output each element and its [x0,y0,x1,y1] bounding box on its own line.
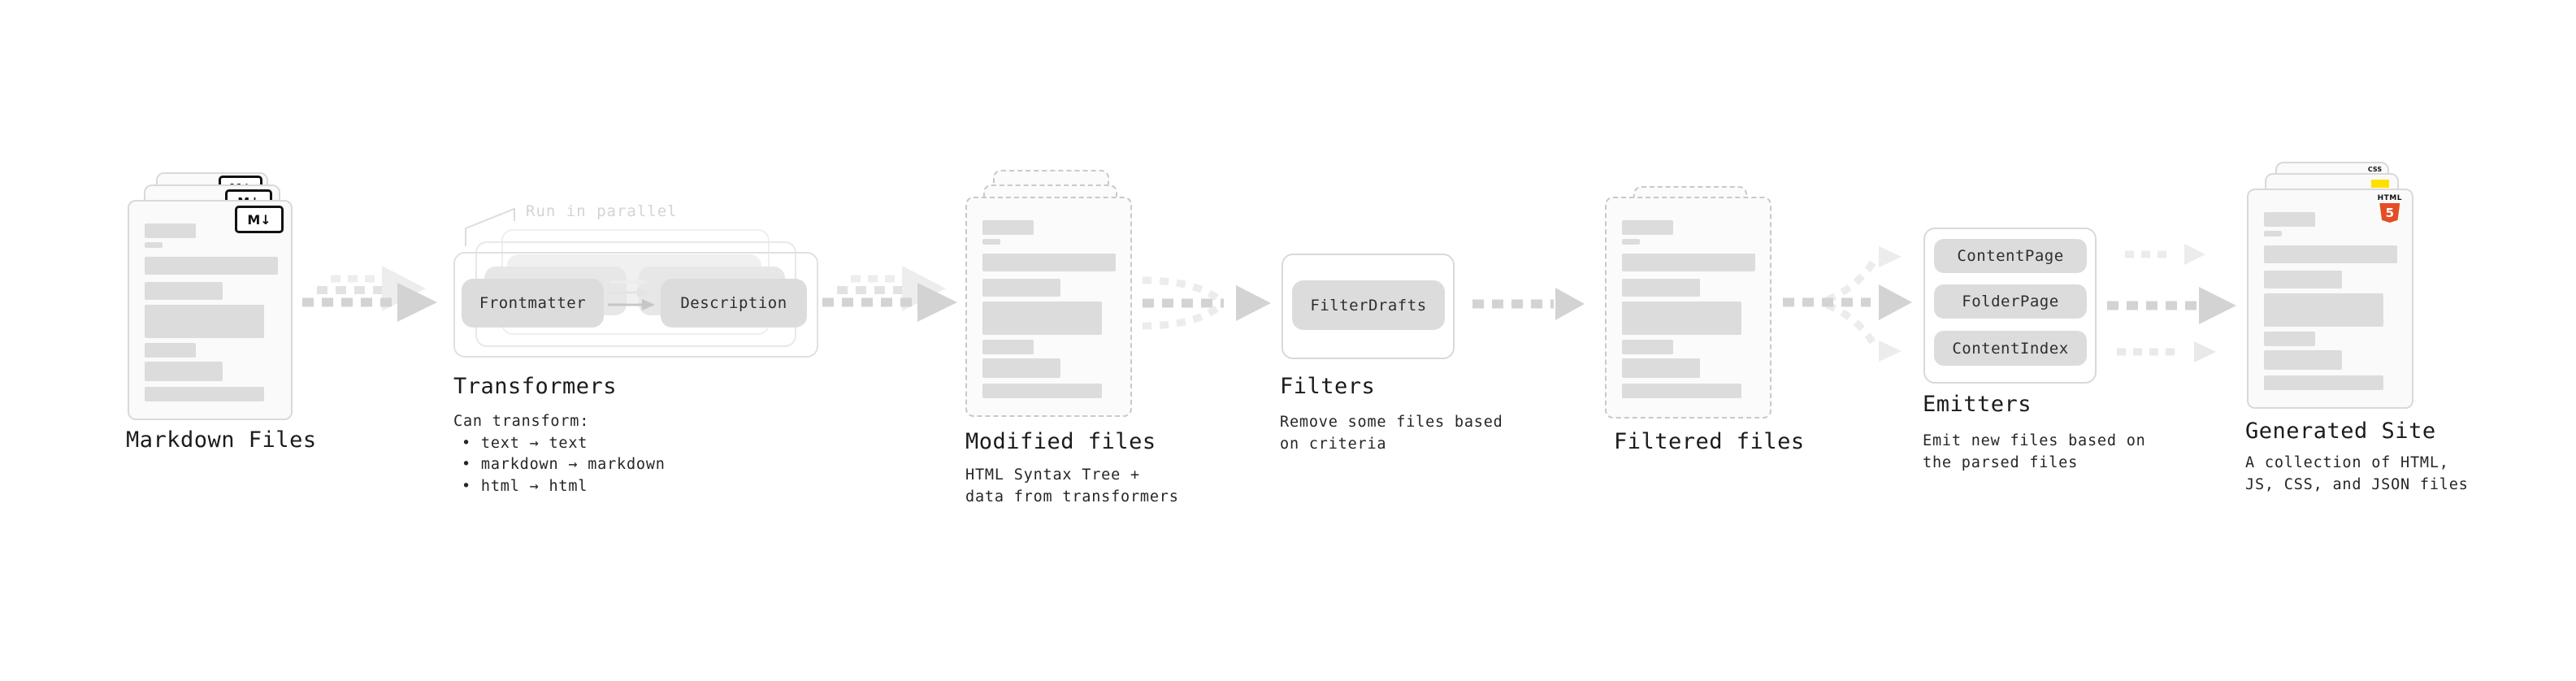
skeleton-line [2264,271,2342,288]
skeleton-line [982,358,1060,378]
skeleton-line [2264,245,2397,263]
skeleton-line [145,387,264,401]
skeleton-line [1622,220,1673,235]
filters-box [1281,254,1455,359]
html5-icon: HTML 5 [2378,194,2402,223]
skeleton-line [982,384,1102,398]
transformers-note-title: Can transform: [453,413,590,430]
document-skeleton [1622,220,1755,398]
document-skeleton [982,220,1116,398]
skeleton-line [145,282,223,300]
arrow-modified-to-filters [1142,276,1271,330]
skeleton-line [2264,375,2383,390]
skeleton-line [2264,212,2315,227]
run-in-parallel-annotation: Run in parallel [526,202,678,220]
generated-site-note: A collection of HTML, JS, CSS, and JSON … [2245,454,2469,493]
document-skeleton [145,223,278,401]
arrow-filtered-to-emitters [1783,246,1912,362]
transformers-bullet: • markdown → markdown [462,456,666,473]
skeleton-line [145,257,278,275]
modified-files-label: Modified files [965,429,1156,454]
skeleton-line [982,239,1000,245]
emitters-note: Emit new files based on the parsed files [1923,432,2146,471]
filters-label: Filters [1280,374,1376,399]
skeleton-line [2264,231,2282,236]
skeleton-line [982,301,1102,335]
filtered-file-card [1605,197,1772,419]
skeleton-line [145,343,196,358]
markdown-icon: M↓ [235,206,284,233]
skeleton-line [982,220,1034,235]
frontmatter-pill: Frontmatter [462,279,604,327]
emitters-label: Emitters [1923,392,2032,417]
generated-site-card: HTML 5 [2247,189,2413,409]
skeleton-line [145,305,264,338]
document-skeleton [2264,212,2397,390]
description-pill: Description [661,279,807,327]
skeleton-line [145,242,163,248]
skeleton-line [982,340,1034,354]
folderpage-pill: FolderPage [1934,284,2087,319]
contentindex-pill: ContentIndex [1934,331,2087,366]
skeleton-line [2264,332,2315,346]
arrow-transformers-to-modified [822,266,957,322]
markdown-file-card: M↓ [128,200,293,420]
transformers-bullet: • html → html [462,477,588,495]
contentpage-pill: ContentPage [1934,239,2087,273]
skeleton-line [1622,340,1673,354]
skeleton-line [145,223,196,238]
skeleton-line [1622,384,1741,398]
js-icon [2371,180,2389,188]
modified-file-card [965,197,1132,417]
skeleton-line [1622,358,1700,378]
arrow-emitters-to-generated [2107,244,2236,362]
arrow-filters-to-filtered [1472,288,1585,320]
transformers-bullet: • text → text [462,434,588,452]
arrow-markdown-to-transformers [302,266,437,322]
skeleton-line [1622,279,1700,297]
skeleton-line [1622,239,1640,245]
transformers-label: Transformers [453,374,618,399]
emitters-box [1923,228,2097,384]
skeleton-line [982,254,1116,271]
skeleton-line [1622,254,1755,271]
skeleton-line [2264,293,2383,327]
transformer-box-front [453,252,818,358]
markdown-files-label: Markdown Files [126,427,317,453]
skeleton-line [1622,301,1741,335]
filterdrafts-pill: FilterDrafts [1292,280,1445,330]
generated-site-label: Generated Site [2245,419,2436,444]
skeleton-line [145,362,223,381]
skeleton-line [982,279,1060,297]
transformers-note: Can transform: • text → text • markdown … [453,411,666,497]
filtered-files-label: Filtered files [1614,429,1805,454]
filters-note: Remove some files based on criteria [1280,414,1503,453]
skeleton-line [2264,350,2342,370]
modified-files-note: HTML Syntax Tree + data from transformer… [965,466,1179,505]
